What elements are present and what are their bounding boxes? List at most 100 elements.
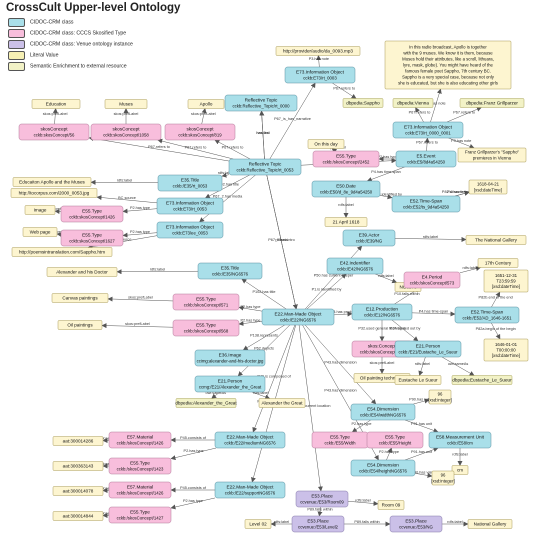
node-t-edu[interactable]: Education [31, 99, 81, 109]
node-t-aat2[interactable]: aat:300363143 [52, 461, 104, 471]
node-dbp-sappho[interactable]: dbpedia:Sappho [342, 98, 384, 108]
node-box [384, 40, 512, 90]
node-t-natgal2[interactable]: National Gallery [467, 519, 513, 529]
node-title: E55.Type [130, 510, 150, 515]
node-subtitle: cckb:/E35/rt_0053 [173, 183, 208, 188]
node-t-franz[interactable]: Franz Grillparzer's "Sappho"premieres in… [457, 147, 527, 163]
node-title: Eustache Le Sueur [398, 378, 438, 383]
node-t-level2[interactable]: Level 02 [244, 519, 272, 529]
node-dbp-vienna[interactable]: dbpedia:Vienna [392, 98, 434, 108]
node-title: E55.Type [385, 435, 405, 440]
node-t-17c[interactable]: 17th Century [477, 258, 519, 268]
node-box [350, 459, 416, 477]
node-t-onthisday[interactable]: On this day [307, 139, 345, 149]
node-t-alexdoc[interactable]: Alexander and his Doctor [46, 267, 118, 277]
edge-p67-refers-to: P67.refers to [157, 138, 234, 160]
node-subtitle: cckb:/skosConcept/573 [410, 280, 455, 285]
node-t-eduapollo[interactable]: Educaiton Apollo and the Muses [12, 177, 92, 187]
node-t-webpage[interactable]: Web page [22, 227, 58, 237]
edge-label: P2.has type [184, 449, 204, 453]
node-t-date2[interactable]: 1618-04-21[xsd:dateTime] [468, 179, 508, 195]
node-dbp-franz[interactable]: dbpedia:Franz Grillparzer [459, 98, 525, 108]
node-t-oil[interactable]: Oil paintings [57, 320, 103, 330]
node-t-aat3[interactable]: aat:300014078 [52, 486, 104, 496]
edge-line [214, 139, 251, 160]
node-t-natgal1[interactable]: The National Gallery [465, 235, 527, 245]
node-t-url2[interactable]: http://poemsintranslation.com/Sappho.htm [11, 247, 113, 257]
edge-line [331, 148, 338, 154]
node-e22-support[interactable]: E22.Man-Made Objectcckb:/E22/supportNG65… [214, 481, 286, 499]
node-t-eustache[interactable]: Eustache Le Sueur [394, 375, 442, 385]
node-box [172, 293, 240, 311]
node-t-url3[interactable]: http://provider/audio/da_0093.mp3 [275, 46, 361, 56]
edge-rdfs-label: rdfs:label [116, 267, 199, 275]
edge-label: owl:sameAs [448, 362, 469, 366]
node-dbp-alex[interactable]: dbpedia:Alexander_the_Great [175, 398, 237, 408]
node-rt0053[interactable]: Reflective Topiccckb:Reflective_Topic/rt… [228, 158, 302, 176]
node-title: E39.Actor [359, 233, 380, 238]
node-box [156, 221, 224, 239]
node-e73-1003[interactable]: E73.Information Objectcckb:E73/rt_0000_0… [392, 121, 464, 139]
node-box [324, 217, 368, 227]
legend-item-literal-value: Literal Value [8, 51, 58, 60]
node-t-cm[interactable]: cm [451, 465, 469, 475]
node-t-apollo[interactable]: Apollo [187, 99, 225, 109]
node-t-96b[interactable]: 96[xsd:integer] [431, 470, 455, 486]
node-t-date1[interactable]: 21 April 1618 [324, 217, 368, 227]
node-e36-img[interactable]: E36.Imageccimg:alexander-and-his-doctor.… [194, 349, 266, 367]
node-rt0000[interactable]: Reflective Topiccckb:Reflective_Topic/rt… [224, 94, 298, 112]
node-t-muses[interactable]: Muses [104, 99, 148, 109]
node-dbp-eustache[interactable]: dbpedia:Eustache_Le_Sueur [451, 375, 513, 385]
node-t-alexgreat[interactable]: Alexander the Great [258, 398, 306, 408]
edge-line [252, 324, 296, 433]
node-t-canvas[interactable]: Canvas paintings [51, 293, 109, 303]
node-t-url1[interactable]: http://tocorpus.com/2000_0053.jpg [10, 188, 98, 198]
node-t-textnote[interactable]: In this radio broadcast, Apollo is toget… [384, 40, 512, 90]
node-t-aat1[interactable]: aat:300014286 [52, 436, 104, 446]
node-e22-medium[interactable]: E22.Man-Made Objectcckb:/E22/mediumNG657… [214, 431, 286, 449]
node-t-aat4[interactable]: aat:300014844 [52, 511, 104, 521]
node-t-96a[interactable]: 96[xsd:integer] [428, 389, 452, 405]
node-t-image1[interactable]: Image [24, 205, 56, 215]
edge-p67-refers-to: P67.refers to [446, 106, 482, 123]
node-t-room9[interactable]: Room 09 [377, 500, 405, 510]
